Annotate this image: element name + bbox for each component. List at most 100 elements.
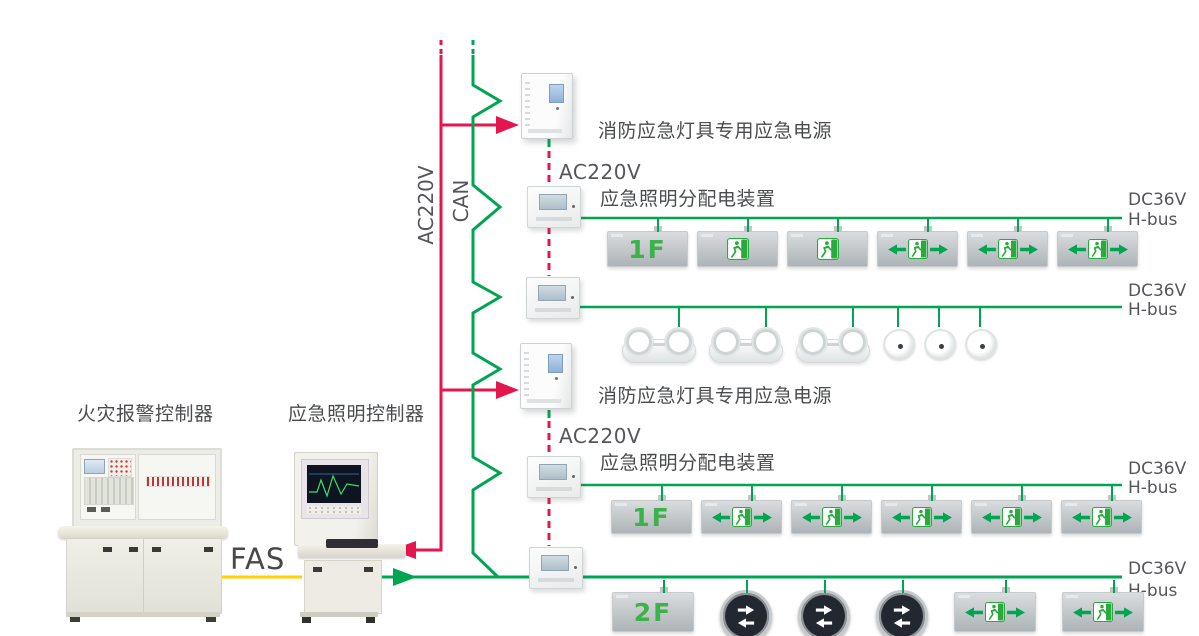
hbus-label-row3: H-bus <box>1128 478 1178 498</box>
screen-traces <box>309 473 360 498</box>
controller-base <box>300 612 378 617</box>
exit-sign-double-arrow <box>1062 580 1144 632</box>
ac220v-trunk-line <box>416 40 497 552</box>
running-man-icon <box>1093 602 1113 622</box>
dist-label-strip <box>535 308 571 312</box>
ac220v-arrows <box>391 116 519 559</box>
arrow-right-icon <box>754 512 772 523</box>
fire-panel-indicator-strip <box>146 476 210 487</box>
door-handle <box>204 547 213 552</box>
keyboard <box>326 539 378 548</box>
direction-disc-sign <box>720 580 772 636</box>
floor-sign-text: 2F <box>633 597 673 627</box>
lighting-distribution-box-1 <box>527 186 581 228</box>
downlight-lamp <box>980 344 985 349</box>
arrow-left-icon <box>978 244 996 255</box>
fire-panel-left <box>80 454 136 520</box>
arrow-right-icon <box>930 244 948 255</box>
device-row-1: 1F <box>607 219 1138 267</box>
emergency-downlight <box>879 307 919 364</box>
lamp-brand-mark <box>653 343 665 346</box>
ac220v-label-2: AC220V <box>559 424 642 448</box>
vents <box>525 82 530 126</box>
arrow-left-icon <box>1072 512 1090 523</box>
device-row-2 <box>622 307 1001 364</box>
fire-panel-switch <box>87 507 96 512</box>
ac220v-label-1: AC220V <box>559 160 642 184</box>
arrow-left-icon <box>813 618 835 628</box>
exit-sign-double-arrow <box>1057 219 1138 267</box>
lighting-distribution-box-3 <box>527 456 581 498</box>
fire-alarm-controller <box>58 444 228 622</box>
floor-indicator-sign: 2F <box>612 580 694 632</box>
arrow-left-icon <box>982 512 1000 523</box>
running-man-icon <box>727 238 749 260</box>
arrow-left-icon <box>712 512 730 523</box>
arrow-right-icon <box>1114 512 1132 523</box>
lamp-brand-mark <box>827 343 839 346</box>
emergency-downlight <box>961 307 1001 364</box>
fire-console-base <box>66 612 220 617</box>
arrow-right-icon <box>891 605 913 615</box>
keyboard-shelf <box>298 544 406 557</box>
dist1-label: 应急照明分配电装置 <box>600 188 776 210</box>
running-man-icon <box>908 239 928 259</box>
hbus-label-row1: H-bus <box>1128 210 1178 230</box>
dc36v-label-row3: DC36V <box>1128 459 1187 479</box>
running-man-icon <box>822 507 842 527</box>
emergency-power-supply-box-1 <box>521 73 573 139</box>
dc36v-label-row1: DC36V <box>1128 190 1187 210</box>
fire-console-desk <box>58 526 228 538</box>
dist-button <box>572 475 575 478</box>
psu-display <box>549 84 564 103</box>
fire-panel-buttons <box>108 458 132 477</box>
fire-panel-right <box>138 454 216 520</box>
floor-indicator-sign: 1F <box>607 219 688 267</box>
fire-console-cabinet <box>66 538 222 614</box>
fire-panel-switch <box>101 507 110 512</box>
fire-panel-lcd <box>84 459 105 474</box>
exit-sign-double-arrow <box>701 486 782 534</box>
exit-sign-double-arrow <box>791 486 872 534</box>
twin-head-emergency-lamp <box>622 307 696 363</box>
running-man-icon <box>1092 507 1112 527</box>
psu-label-strip <box>527 399 561 403</box>
monitor-bezel <box>301 459 369 519</box>
running-man-icon <box>1088 239 1108 259</box>
sign-brand-mark <box>701 234 713 237</box>
arrow-right-icon <box>735 605 757 615</box>
arrow-right-icon <box>1024 512 1042 523</box>
running-man-icon <box>732 507 752 527</box>
arrow-left-icon <box>802 512 820 523</box>
sign-brand-mark <box>705 503 717 506</box>
sign-brand-mark <box>881 234 893 237</box>
psu-display <box>548 354 563 373</box>
sign-brand-mark <box>975 503 987 506</box>
lamp-head-left <box>798 327 828 357</box>
console-foot <box>366 617 375 623</box>
sign-brand-mark <box>958 595 970 598</box>
psu-button <box>555 377 558 380</box>
cabinet-door <box>144 539 220 613</box>
device-row-4: 2F <box>612 580 1144 636</box>
lamp-head-right <box>838 327 868 357</box>
twin-head-emergency-lamp <box>709 307 783 363</box>
lamp-head-left <box>711 327 741 357</box>
door-handle <box>364 567 373 572</box>
dc36v-label-row2: DC36V <box>1128 281 1187 301</box>
direction-disc-sign <box>798 580 850 636</box>
arrow-left-icon <box>892 512 910 523</box>
door-handle <box>129 547 138 552</box>
exit-sign-running-man <box>697 219 778 267</box>
exit-sign-double-arrow <box>971 486 1052 534</box>
door-handle <box>152 547 161 552</box>
arrow-right-icon <box>1020 244 1038 255</box>
sign-brand-mark <box>971 234 983 237</box>
vents <box>524 352 529 396</box>
exit-sign-double-arrow <box>954 580 1036 632</box>
sign-brand-mark <box>791 234 803 237</box>
psu-button <box>556 107 559 110</box>
controller-tower <box>294 452 378 546</box>
console-foot <box>302 617 311 623</box>
